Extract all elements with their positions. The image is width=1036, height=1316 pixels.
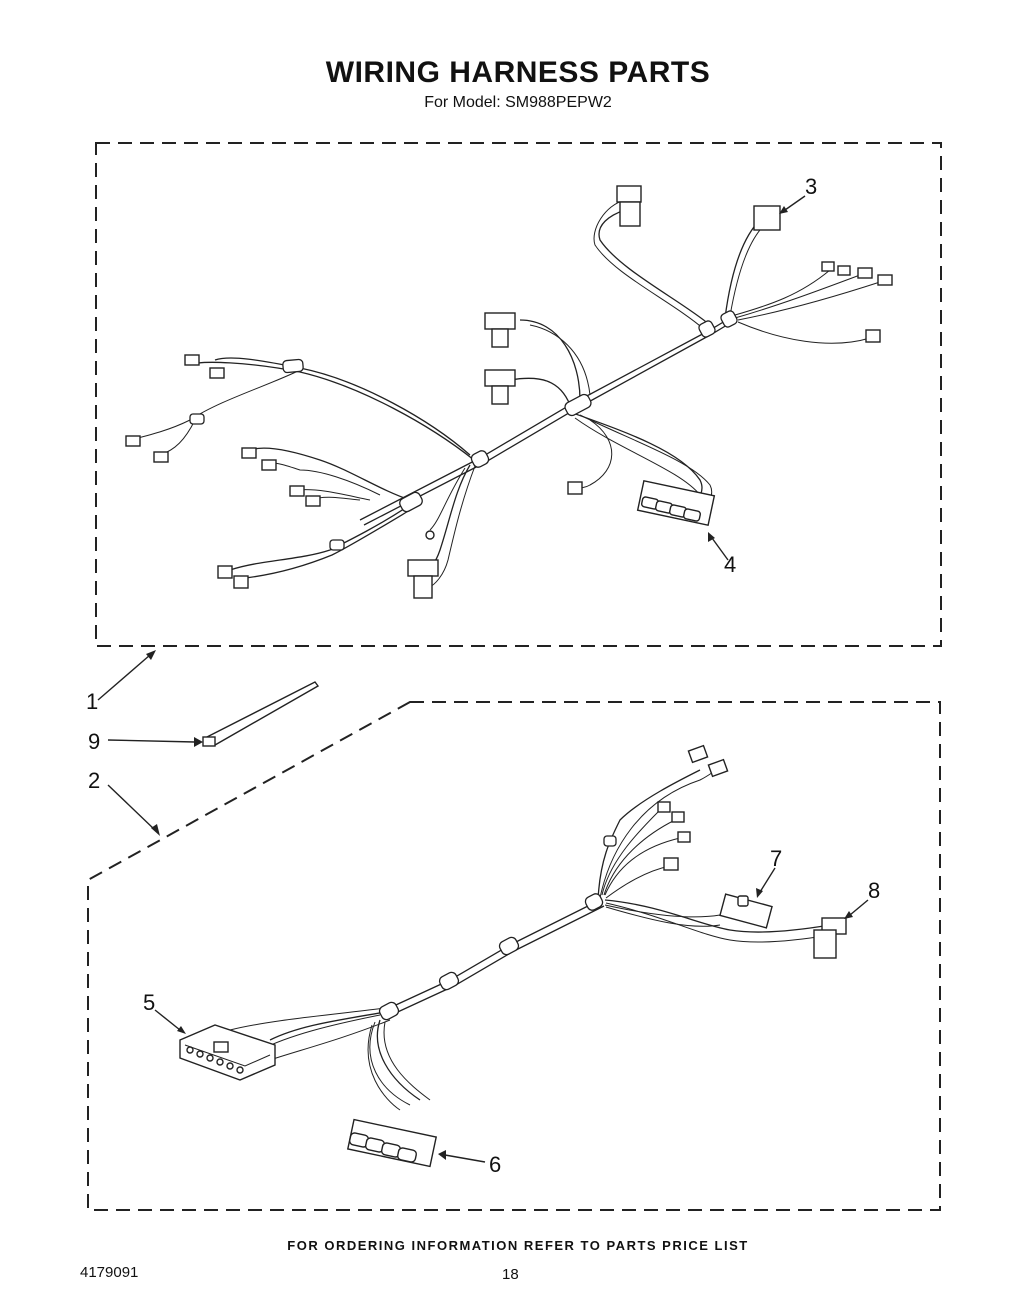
callout-2: 2 bbox=[88, 768, 100, 793]
page-number: 18 bbox=[502, 1266, 519, 1283]
callout-7: 7 bbox=[770, 846, 782, 871]
connector-7-shape bbox=[719, 893, 773, 929]
callout-8: 8 bbox=[868, 878, 880, 903]
callout-5: 5 bbox=[143, 990, 155, 1015]
callout-leaders bbox=[97, 195, 869, 1163]
upper-harness-frame bbox=[95, 142, 942, 647]
connector-6-shape bbox=[346, 1118, 438, 1168]
connector-4-shape bbox=[636, 480, 716, 526]
lower-harness-frame bbox=[87, 701, 941, 1211]
callout-6: 6 bbox=[489, 1152, 501, 1177]
connector-5-shape bbox=[179, 1024, 276, 1081]
ordering-info-note: FOR ORDERING INFORMATION REFER TO PARTS … bbox=[287, 1238, 749, 1253]
connector-8-shape bbox=[813, 917, 847, 959]
lower-harness bbox=[179, 744, 847, 1168]
upper-harness bbox=[125, 185, 893, 599]
model-subtitle: For Model: SM988PEPW2 bbox=[424, 94, 612, 111]
callout-9: 9 bbox=[88, 729, 100, 754]
cable-tie-part-9 bbox=[202, 681, 320, 747]
document-number: 4179091 bbox=[80, 1264, 139, 1281]
callout-3: 3 bbox=[805, 174, 817, 199]
callout-4: 4 bbox=[724, 552, 736, 577]
callout-1: 1 bbox=[86, 689, 98, 714]
page-title: WIRING HARNESS PARTS bbox=[325, 56, 711, 89]
